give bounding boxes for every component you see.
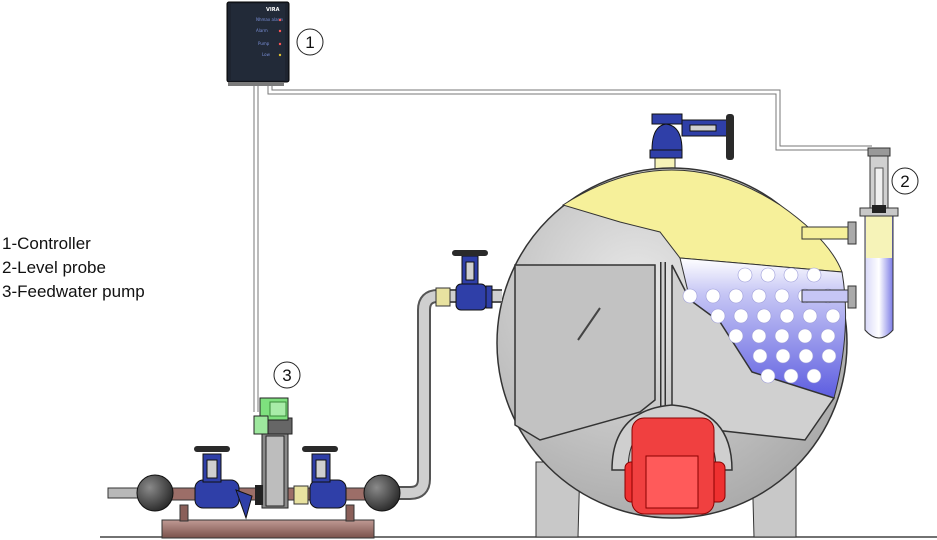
controller-led-1: [278, 18, 282, 22]
legend-item-controller: 1-Controller: [2, 234, 91, 253]
callout-3-label: 3: [282, 366, 291, 385]
bubble: [751, 288, 767, 304]
bubble: [733, 308, 749, 324]
bubble: [798, 348, 814, 364]
bubble: [760, 368, 776, 384]
discharge-valve: [293, 446, 347, 509]
controller-brand: VIRA: [266, 7, 280, 13]
callout-2-label: 2: [900, 172, 909, 191]
bubble: [774, 328, 790, 344]
controller: VIRA Nhmax alarm Alarm Pump Low: [226, 1, 290, 86]
bubble: [783, 267, 799, 283]
controller-line-1: Nhmax alarm: [256, 17, 283, 22]
bubble: [806, 368, 822, 384]
bubble: [728, 288, 744, 304]
bubble: [737, 267, 753, 283]
bubble: [779, 308, 795, 324]
callout-3: 3: [273, 361, 301, 389]
level-probe: [801, 147, 899, 339]
bubble: [774, 288, 790, 304]
controller-led-3: [278, 42, 282, 46]
water-bubbles: [682, 267, 841, 384]
bubble: [760, 267, 776, 283]
bubble: [752, 348, 768, 364]
bubble: [705, 288, 721, 304]
pump-pipeline: [107, 474, 401, 512]
controller-led-2: [278, 29, 282, 33]
legend-item-feedwater-pump: 3-Feedwater pump: [2, 282, 145, 301]
bubble: [820, 328, 836, 344]
controller-line-3: Pump: [258, 41, 270, 46]
bubble: [728, 328, 744, 344]
legend-item-level-probe: 2-Level probe: [2, 258, 106, 277]
bubble: [821, 348, 837, 364]
suction-valve: [194, 446, 253, 520]
bubble: [783, 368, 799, 384]
pump-skid: [161, 504, 375, 539]
controller-line-4: Low: [262, 52, 271, 57]
bubble: [682, 288, 698, 304]
bubble: [797, 328, 813, 344]
steam-valve: [649, 113, 734, 160]
bubble: [751, 328, 767, 344]
callout-1-label: 1: [305, 33, 314, 52]
callout-1: 1: [296, 28, 324, 56]
burner: [624, 417, 726, 515]
feed-pipe: [390, 289, 502, 500]
bubble: [710, 308, 726, 324]
bubble: [756, 308, 772, 324]
controller-line-2: Alarm: [256, 28, 268, 33]
controller-cables: [253, 86, 872, 412]
bubble: [775, 348, 791, 364]
feedwater-pump: [253, 397, 293, 509]
bubble: [802, 308, 818, 324]
bubble: [806, 267, 822, 283]
feed-valve: [435, 250, 493, 311]
sight-glass-mark: [577, 307, 601, 341]
callout-2: 2: [891, 167, 919, 195]
legend: 1-Controller 2-Level probe 3-Feedwater p…: [2, 232, 145, 304]
bubble: [825, 308, 841, 324]
controller-led-4: [278, 53, 282, 57]
